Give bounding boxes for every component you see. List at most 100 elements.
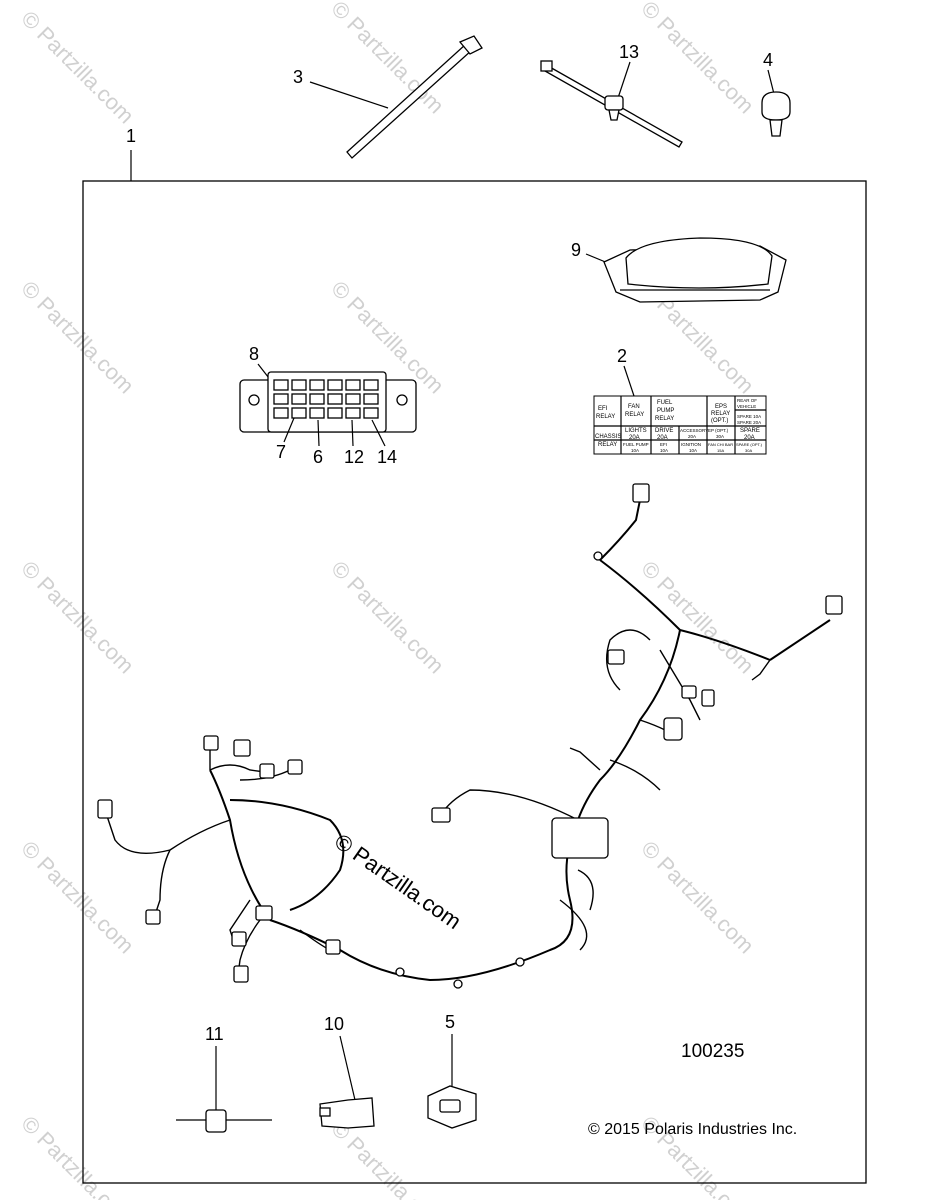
label-text: DRIVE xyxy=(655,428,673,434)
part-11-inline-fuse: 11 xyxy=(176,1024,272,1133)
label-text: RELAY xyxy=(711,411,730,417)
cavity xyxy=(363,393,379,405)
connector xyxy=(701,689,715,707)
cable-tie-head xyxy=(458,35,483,55)
callout-4: 4 xyxy=(763,50,773,70)
harness-trunk xyxy=(209,769,271,921)
harness-clip xyxy=(593,551,603,561)
connector xyxy=(231,931,247,947)
connector xyxy=(431,807,451,823)
callout-10: 10 xyxy=(324,1014,344,1034)
cavity xyxy=(363,407,379,419)
connector xyxy=(259,763,275,779)
label-text: 20A xyxy=(629,435,640,441)
label-text: RELAY xyxy=(625,412,644,418)
label-text: PUMP xyxy=(657,408,674,414)
label-text: FAN CHI BAR xyxy=(708,442,733,447)
leader-line-14 xyxy=(371,419,386,447)
harness-branch xyxy=(659,649,701,721)
watermark: © Partzilla.com xyxy=(326,1116,449,1200)
label-text: (OPT.) xyxy=(711,418,728,424)
connector xyxy=(663,717,683,741)
mount-hole-left xyxy=(248,394,260,406)
harness-clip xyxy=(515,957,525,967)
harness-branch xyxy=(569,747,601,771)
connector xyxy=(607,649,625,665)
leader-line-13 xyxy=(617,61,631,99)
watermark: © Partzilla.com xyxy=(326,556,449,679)
center-watermark: © Partzilla.com xyxy=(330,829,466,935)
watermark: © Partzilla.com xyxy=(16,6,139,129)
connector xyxy=(825,595,843,615)
leader-line-10 xyxy=(339,1035,356,1101)
callout-11: 11 xyxy=(205,1024,224,1044)
ecu-module xyxy=(551,817,609,859)
fuse-prong xyxy=(319,1107,331,1117)
part-2-fuse-label: 2 EFI RELAY FAN RELAY FUEL PUMP RELAY EP… xyxy=(593,346,767,455)
part-8-fuse-block: 8 7 6 12 xyxy=(239,344,417,467)
connector xyxy=(233,965,249,983)
figure-number: 100235 xyxy=(681,1041,744,1062)
label-text: RELAY xyxy=(596,414,615,420)
harness-branch xyxy=(559,899,588,951)
watermark: © Partzilla.com xyxy=(636,0,759,118)
callout-13: 13 xyxy=(619,42,639,62)
part-13-tie-clip: 13 xyxy=(540,42,683,148)
label-text: RELAY xyxy=(598,442,617,448)
label-text: FUEL xyxy=(657,400,673,406)
part-3-cable-tie: 3 xyxy=(293,35,483,159)
clip-barb xyxy=(608,109,620,121)
harness-branch xyxy=(104,809,171,854)
cavity xyxy=(345,379,361,391)
harness-branch xyxy=(209,764,266,773)
label-text: 10A xyxy=(689,448,697,453)
cavity xyxy=(273,393,289,405)
part-10-fuse: 10 xyxy=(319,1014,375,1129)
callout-8: 8 xyxy=(249,344,259,364)
label-text: 10A xyxy=(660,448,668,453)
label-text: VEHICLE xyxy=(737,404,756,409)
harness-clip xyxy=(395,967,405,977)
callout-14: 14 xyxy=(377,447,397,467)
assembly-frame xyxy=(82,180,867,1184)
callout-7: 7 xyxy=(276,442,286,462)
cavity xyxy=(309,407,325,419)
watermark: © Partzilla.com xyxy=(636,556,759,679)
label-text: 20A xyxy=(688,434,696,439)
harness-branch xyxy=(577,869,594,911)
harness-branch xyxy=(609,759,661,791)
label-text: LIGHTS xyxy=(625,428,647,434)
fuse-element xyxy=(319,1097,375,1129)
connector xyxy=(255,905,273,921)
harness-branch xyxy=(769,619,831,661)
cavity xyxy=(273,379,289,391)
connector xyxy=(325,939,341,955)
label-text: SPARE (OPT.) xyxy=(736,442,763,447)
cavity xyxy=(309,379,325,391)
callout-6: 6 xyxy=(313,447,323,467)
connector xyxy=(681,685,697,699)
cavity xyxy=(309,393,325,405)
harness-branch xyxy=(154,819,231,916)
label-text: 30A xyxy=(745,448,752,453)
cavity xyxy=(273,407,289,419)
watermark: © Partzilla.com xyxy=(326,0,449,118)
main-wiring-harness xyxy=(97,483,843,989)
cover-top xyxy=(625,237,773,289)
connector-latch xyxy=(439,1099,461,1113)
clamp-stem xyxy=(769,119,783,137)
cavity xyxy=(327,379,343,391)
label-text: EFI xyxy=(598,406,608,412)
callout-1: 1 xyxy=(126,126,136,146)
label-text: 30A xyxy=(716,434,724,439)
connector xyxy=(632,483,650,503)
block-cavities xyxy=(273,379,379,419)
label-text: SPARE 10A xyxy=(737,414,761,419)
harness-clip xyxy=(453,979,463,989)
leader-line-2 xyxy=(623,365,635,397)
label-text: REAR OF xyxy=(737,398,757,403)
label-outline xyxy=(593,395,767,455)
cavity xyxy=(345,407,361,419)
label-text: EPS xyxy=(715,404,727,410)
leader-line-12 xyxy=(351,419,354,447)
